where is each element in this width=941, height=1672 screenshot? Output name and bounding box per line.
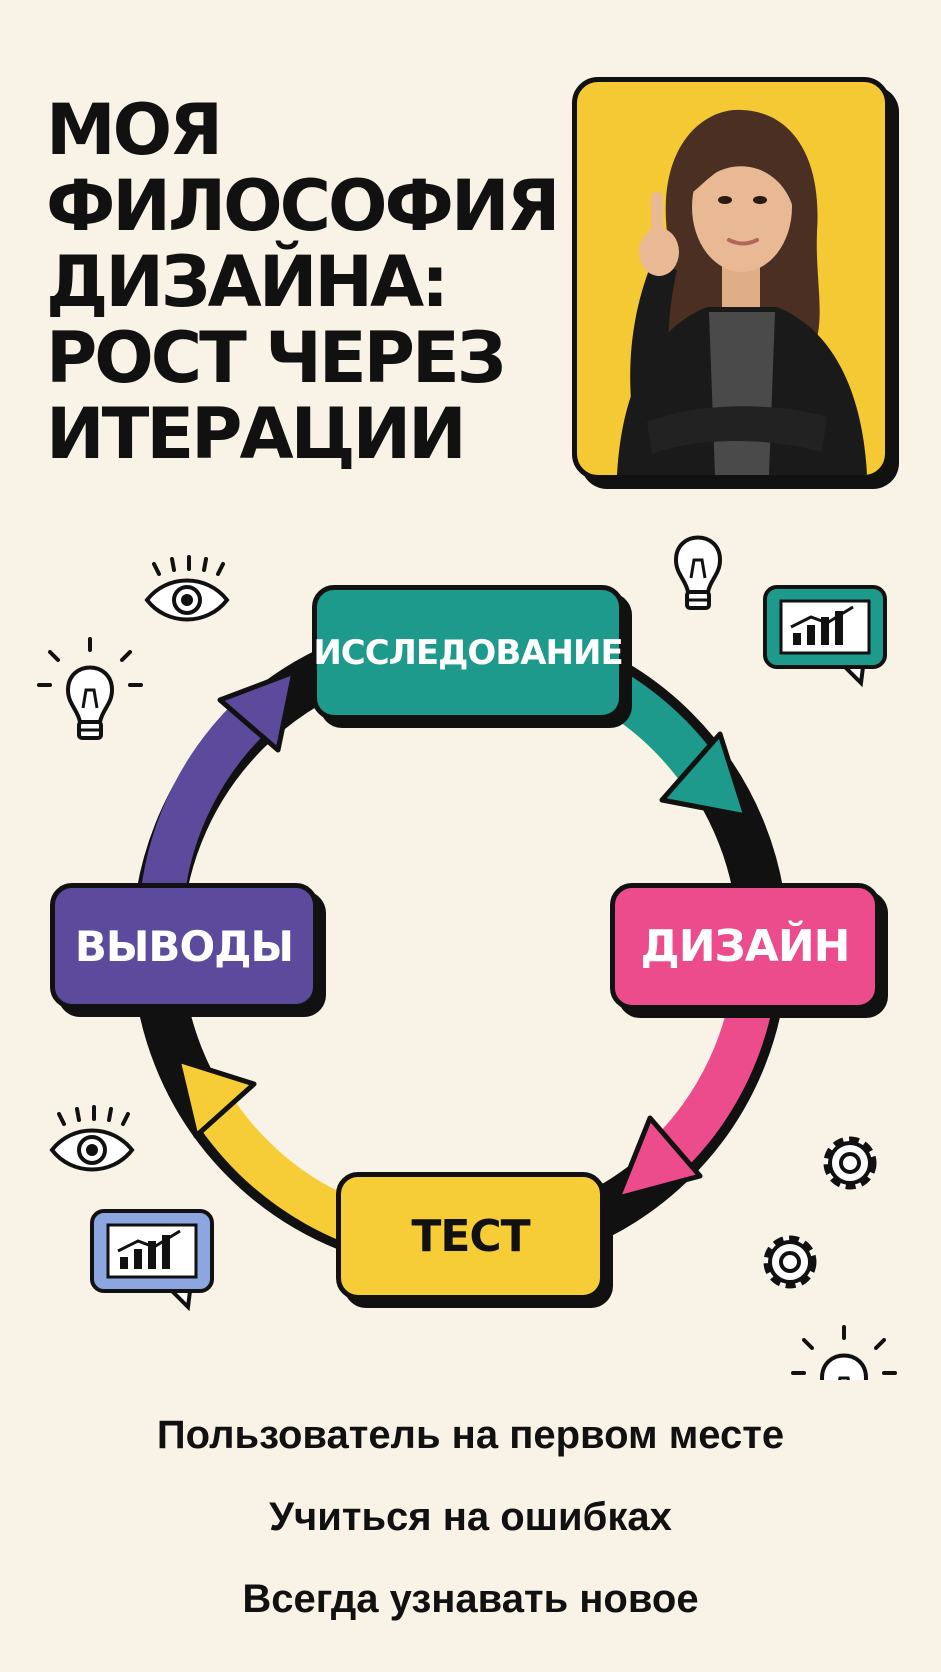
title-line: Моя — [46, 89, 223, 171]
principle-item: Учиться на ошибках — [269, 1495, 672, 1539]
chart-card-icon — [763, 585, 887, 685]
portrait-photo — [572, 77, 890, 480]
title-line: дизайна: — [46, 241, 449, 323]
title-line: философия — [46, 165, 560, 247]
stage-research: ИССЛЕДОВАНИЕ — [312, 585, 624, 720]
stage-conclusions: ВЫВОДЫ — [50, 883, 318, 1009]
gear-icon — [766, 1238, 814, 1286]
title-line: итерации — [46, 393, 467, 475]
stage-design: ДИЗАЙН — [610, 883, 880, 1010]
chart-card-icon — [90, 1209, 214, 1309]
lightbulb-icon — [674, 535, 722, 610]
principle-item: Всегда узнавать новое — [242, 1577, 699, 1621]
lightbulb-icon — [37, 637, 143, 740]
title-line: рост через — [46, 317, 507, 399]
page-title: Моя философия дизайна: рост через итерац… — [46, 92, 566, 472]
stage-test: ТЕСТ — [336, 1172, 605, 1300]
eye-icon — [145, 555, 229, 622]
eye-icon — [50, 1105, 134, 1172]
lightbulb-icon — [791, 1325, 897, 1380]
principles-list: Пользователь на первом месте Учиться на … — [0, 1400, 941, 1646]
gear-icon — [826, 1139, 874, 1187]
portrait-illustration — [617, 109, 867, 475]
principle-item: Пользователь на первом месте — [156, 1413, 785, 1457]
